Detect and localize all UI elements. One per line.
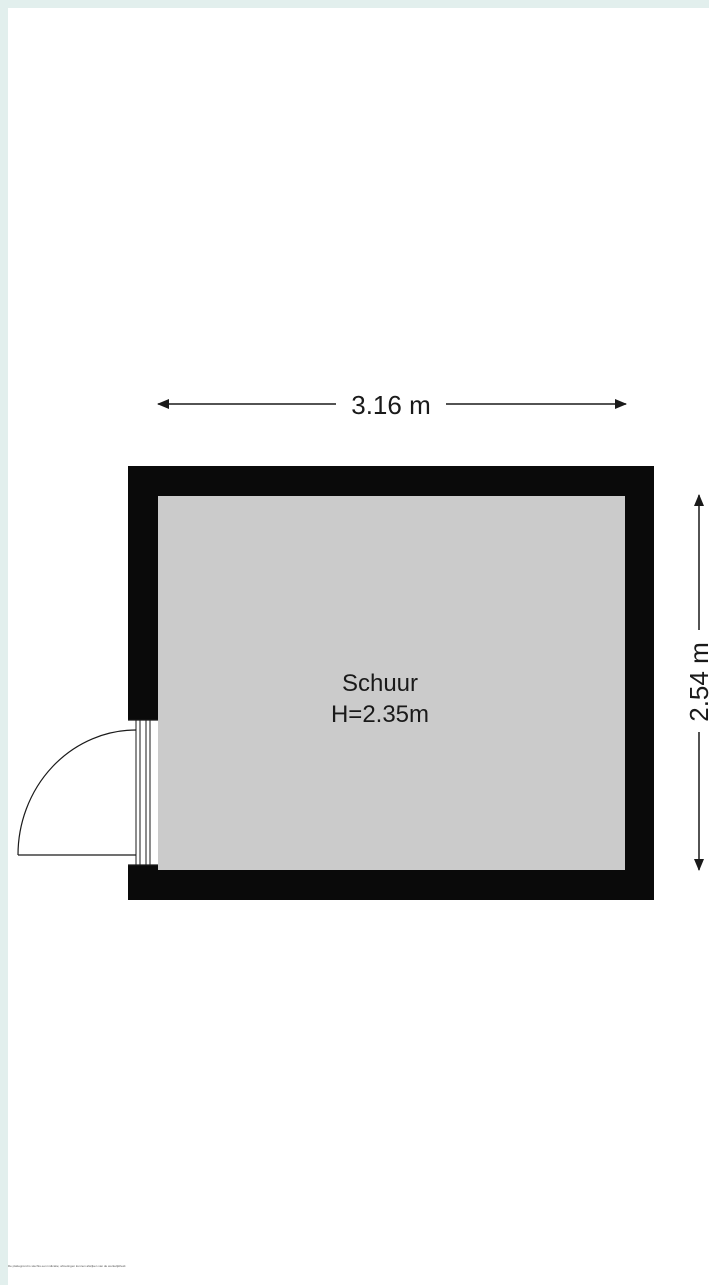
door-swing-icon	[17, 729, 137, 856]
footer-disclaimer: De plattegrond is slechts een indicatie;…	[8, 1264, 127, 1268]
door-opening	[128, 719, 158, 866]
room-name: Schuur	[342, 670, 418, 697]
width-dimension: 3.16 m	[157, 390, 627, 420]
depth-dimension: 2.54 m	[684, 494, 709, 871]
depth-label: 2.54 m	[684, 642, 709, 722]
room-height: H=2.35m	[331, 701, 429, 728]
room-floor	[158, 496, 625, 870]
width-label: 3.16 m	[351, 390, 431, 420]
